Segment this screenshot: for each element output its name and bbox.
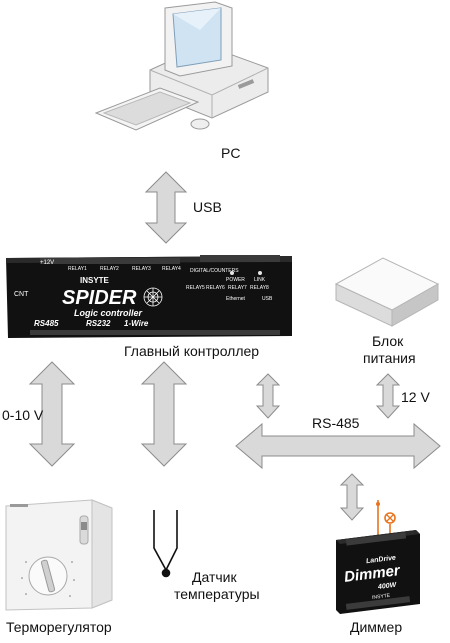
controller-model: SPIDER — [62, 287, 137, 309]
controller-port-1wire: 1-Wire — [124, 319, 149, 328]
controller-relay5-label: RELAY5 — [186, 285, 205, 291]
psu-label-line2: питания — [363, 350, 416, 366]
main-controller-label: Главный контроллер — [124, 343, 259, 359]
psu-label-line1: Блок — [372, 333, 404, 349]
controller-relay2-label: RELAY2 — [100, 266, 119, 272]
controller-port-rs485: RS485 — [34, 319, 59, 328]
controller-rs485-arrow — [255, 373, 281, 419]
psu-12v-arrow — [375, 373, 401, 419]
controller-usb-label: USB — [262, 296, 273, 302]
pc-icon — [94, 1, 269, 131]
controller-relay6-label: RELAY6 — [206, 285, 225, 291]
controller-relay7-label: RELAY7 — [228, 285, 247, 291]
dimmer-label: Диммер — [350, 619, 402, 635]
dimmer-model: Dimmer — [343, 562, 402, 586]
controller-power-label: POWER — [226, 277, 245, 283]
controller-port-rs232: RS232 — [86, 319, 111, 328]
power-supply-icon — [334, 257, 440, 327]
controller-brand: INSYTE — [80, 276, 110, 285]
spider-web-icon — [143, 287, 163, 307]
v12-label: 12 V — [401, 389, 430, 405]
sensor-label-line1: Датчик — [192, 569, 237, 585]
controller-relay3-label: RELAY3 — [132, 266, 151, 272]
dimmer-arrow — [339, 473, 365, 521]
controller-cnt-label: CNT — [14, 291, 29, 298]
dimmer-maker: INSYTE — [372, 593, 391, 601]
link-led-icon — [258, 271, 262, 275]
controller-12v-label: +12V — [40, 260, 54, 266]
v010-label: 0-10 V — [2, 407, 44, 423]
power-led-icon — [230, 271, 234, 275]
temperature-sensor-icon — [153, 510, 178, 578]
thermostat-0-10v-arrow — [28, 361, 76, 467]
thermostat-device — [5, 499, 113, 611]
controller-relay1-label: RELAY1 — [68, 266, 87, 272]
controller-ethernet-label: Ethernet — [226, 296, 246, 302]
sensor-label-line2: температуры — [174, 586, 260, 602]
dimmer-brand: LanDrive — [366, 555, 397, 566]
dimmer-device: LanDrive Dimmer 400W INSYTE — [336, 500, 420, 614]
sensor-arrow — [140, 361, 188, 467]
controller-link-label: LINK — [254, 277, 266, 283]
main-controller-device: CNT +12V RELAY1 RELAY2 RELAY3 RELAY4 DIG… — [6, 255, 292, 338]
rs485-label: RS-485 — [312, 415, 360, 431]
controller-relay8-label: RELAY8 — [250, 285, 269, 291]
rs485-bus-arrow — [235, 422, 441, 470]
usb-arrow — [144, 171, 188, 244]
dimmer-power: 400W — [377, 582, 398, 591]
thermostat-label: Терморегулятор — [6, 619, 112, 635]
controller-relay4-label: RELAY4 — [162, 266, 181, 272]
controller-subtitle: Logic controller — [74, 308, 143, 318]
usb-label: USB — [193, 199, 222, 215]
controller-digital-counters-label: DIGITAL/COUNTERS — [190, 268, 239, 274]
pc-label: PC — [221, 145, 240, 161]
